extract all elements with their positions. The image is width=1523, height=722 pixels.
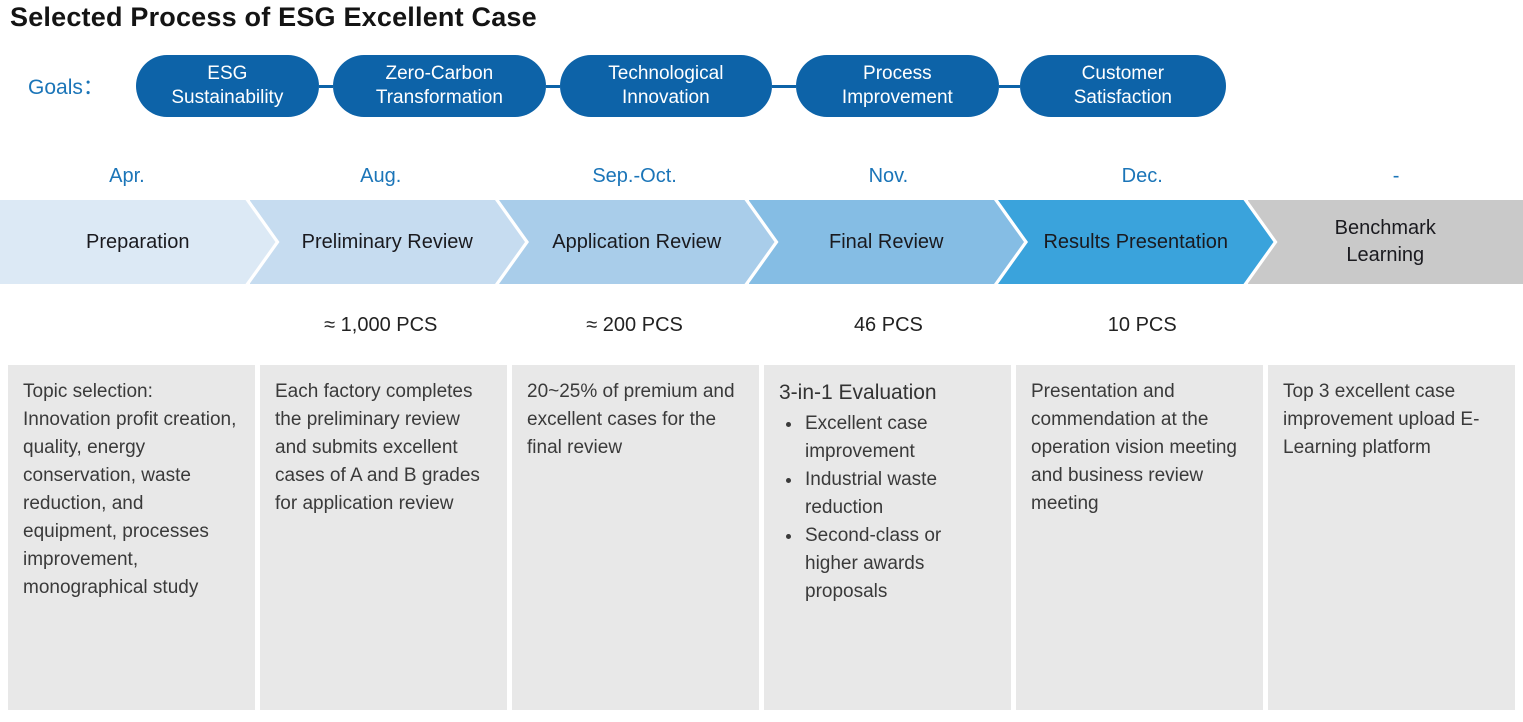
- stage-description-text: Each factory completes the preliminary r…: [275, 381, 480, 514]
- stage-segment-label: Preparation: [86, 230, 190, 253]
- goals-row: Goals： ESG Sustainability Zero-Carbon Tr…: [0, 55, 1523, 117]
- goal-pill-line: Customer: [1081, 63, 1165, 84]
- goal-pill-process-improvement: Process Improvement: [795, 55, 999, 117]
- stage-descriptions-row: Topic selection: Innovation profit creat…: [8, 365, 1515, 710]
- stage-description-benchmark-learning: Top 3 excellent case improvement upload …: [1268, 365, 1515, 710]
- stage-segment-final-review: Final Review: [749, 200, 1025, 284]
- stage-segment-results-presentation: Results Presentation: [998, 200, 1274, 284]
- timeline-months-row: Apr. Aug. Sep.-Oct. Nov. Dec. -: [0, 163, 1523, 189]
- stage-description-text: Topic selection: Innovation profit creat…: [23, 381, 237, 598]
- stage-month-benchmark-learning: -: [1392, 165, 1400, 187]
- goal-pill-customer-satisfaction: Customer Satisfaction: [1019, 55, 1226, 117]
- goal-pill-line: Improvement: [841, 87, 953, 108]
- stage-segment-label: Benchmark Learning: [1334, 217, 1436, 266]
- stage-month-final-review: Nov.: [868, 165, 909, 187]
- stage-count-final-review: 46 PCS: [853, 314, 923, 336]
- stage-month-application-review: Sep.-Oct.: [592, 165, 677, 187]
- stage-segment-label: Results Presentation: [1043, 230, 1229, 253]
- goal-connector-line: [771, 84, 796, 88]
- stage-count-application-review: ≈ 200 PCS: [586, 314, 683, 336]
- goal-pill-line: Innovation: [622, 87, 710, 108]
- goal-pill-line: ESG: [207, 63, 248, 84]
- stage-segment-preliminary-review: Preliminary Review: [250, 200, 526, 284]
- goal-pill-line: Satisfaction: [1073, 87, 1172, 108]
- stage-description-application-review: 20~25% of premium and excellent cases fo…: [512, 365, 759, 710]
- goal-pill-line: Transformation: [375, 87, 503, 108]
- stage-description-text: Top 3 excellent case improvement upload …: [1283, 381, 1480, 458]
- stage-description-preliminary-review: Each factory completes the preliminary r…: [260, 365, 507, 710]
- evaluation-heading: 3-in-1 Evaluation: [779, 381, 937, 404]
- evaluation-bullet: Second-class or higher awards proposals: [803, 522, 996, 606]
- goal-pill-line: Technological: [608, 63, 724, 84]
- goal-connector-line: [318, 84, 333, 88]
- goal-pill-line: Sustainability: [171, 87, 284, 108]
- stage-segment-label: Final Review: [829, 230, 944, 253]
- goal-pill-technological-innovation: Technological Innovation: [559, 55, 772, 117]
- stage-count-preliminary-review: ≈ 1,000 PCS: [324, 314, 438, 336]
- stage-description-text: 20~25% of premium and excellent cases fo…: [527, 381, 735, 458]
- page-title: Selected Process of ESG Excellent Case: [10, 2, 537, 32]
- goal-connector-line: [998, 84, 1020, 88]
- stage-segment-application-review: Application Review: [499, 200, 775, 284]
- goal-pill-line: Zero-Carbon: [385, 63, 494, 84]
- case-counts-row: ≈ 1,000 PCS ≈ 200 PCS 46 PCS 10 PCS: [0, 312, 1523, 339]
- goal-pill-esg-sustainability: ESG Sustainability: [135, 55, 319, 117]
- stage-segment-label: Preliminary Review: [301, 230, 473, 253]
- goal-pill-zero-carbon: Zero-Carbon Transformation: [332, 55, 546, 117]
- stage-description-text: Presentation and commendation at the ope…: [1031, 381, 1237, 514]
- stage-month-preparation: Apr.: [109, 165, 145, 187]
- evaluation-bullet: Excellent case improvement: [803, 410, 996, 466]
- stage-month-results-presentation: Dec.: [1121, 165, 1163, 187]
- stage-segment-label: Application Review: [552, 230, 722, 253]
- stage-count-results-presentation: 10 PCS: [1107, 314, 1177, 336]
- stage-month-preliminary-review: Aug.: [360, 165, 402, 187]
- stage-count-benchmark-learning: [1269, 312, 1523, 339]
- goal-pill-line: Process: [863, 63, 932, 84]
- stage-description-final-review: 3-in-1 Evaluation Excellent case improve…: [764, 365, 1011, 710]
- stage-description-preparation: Topic selection: Innovation profit creat…: [8, 365, 255, 710]
- stage-count-preparation: [0, 312, 254, 339]
- stage-description-results-presentation: Presentation and commendation at the ope…: [1016, 365, 1263, 710]
- evaluation-bullet: Industrial waste reduction: [803, 466, 996, 522]
- goal-connector-line: [545, 84, 560, 88]
- goals-label: Goals：: [28, 76, 104, 99]
- stage-segment-benchmark-learning: Benchmark Learning: [1247, 200, 1523, 284]
- process-chevron-band: Preparation Preliminary Review Applicati…: [0, 200, 1523, 284]
- stage-segment-preparation: Preparation: [0, 200, 276, 284]
- evaluation-bullet-list: Excellent case improvement Industrial wa…: [779, 410, 996, 606]
